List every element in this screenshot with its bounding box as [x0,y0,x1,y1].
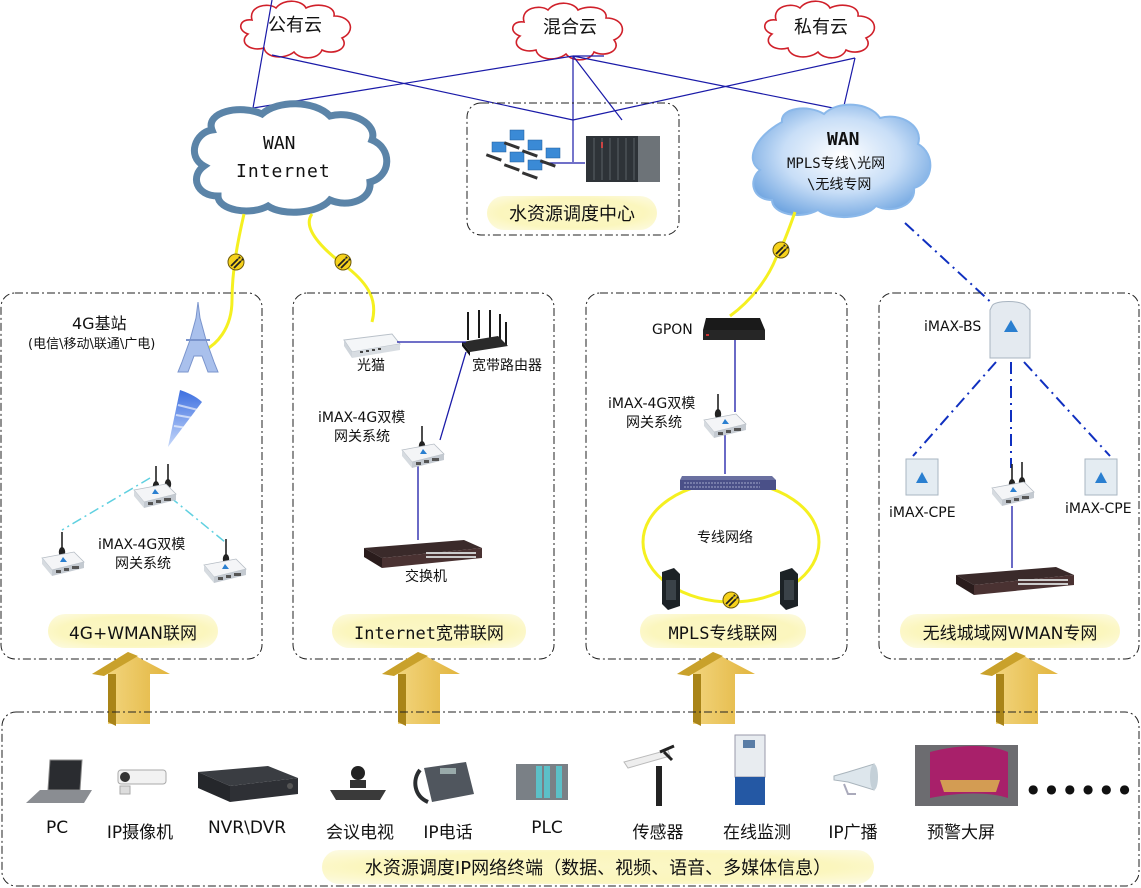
dispatch-center-box [466,102,680,236]
gateway-device-icon [41,531,85,577]
gateway-device-icon [991,461,1035,507]
wireless-links [912,361,1111,468]
connector-icon [334,253,352,271]
online-monitor-icon [734,734,766,805]
sensor-icon [623,744,675,806]
terminal-area-box [1,711,1140,887]
optical-modem-icon [343,333,401,358]
imax-cpe-left-label: iMAX-CPE [889,505,956,521]
more-terminals-ellipsis: ● ● ● ● ● ● [1028,782,1132,796]
imax-cpe-right-label: iMAX-CPE [1065,501,1132,517]
zone-wman-box [878,292,1140,660]
switch-label: 交换机 [405,569,447,585]
base-station-sub-label: (电信\移动\联通\广电) [28,337,156,352]
terminal-label-ip-camera: IP摄像机 [106,823,174,843]
imax-bs-label: iMAX-BS [924,319,982,335]
gpon-label: GPON [652,322,693,338]
mpls-zone-links [724,340,736,474]
connector-icon [772,241,790,259]
terminal-label-online-monitor: 在线监测 [723,823,791,843]
gateway-label-2: 网关系统 [334,429,390,445]
modem-label: 光猫 [357,358,385,374]
router-label: 宽带路由器 [472,358,542,374]
warning-screen-icon [915,745,1018,806]
wan-internet-line2: Internet [236,161,331,182]
video-conference-icon [330,766,386,800]
zone-internet-label: Internet宽带联网 [332,614,526,648]
terminals-caption: 水资源调度IP网络终端（数据、视频、语音、多媒体信息） [322,850,874,884]
terminal-label-ip-broadcast: IP广播 [828,823,878,843]
gateway-label-2: 网关系统 [626,415,682,431]
gateway-device-icon [703,393,747,439]
ring-network-label: 专线网络 [697,530,753,546]
imax-bs-icon [989,301,1031,359]
gpon-icon [703,318,765,340]
terminal-label-plc: PLC [531,818,563,838]
base-station-label: 4G基站 [72,314,127,333]
mesh-links [61,477,226,543]
router-icon [462,310,508,356]
up-arrow-icon [382,652,460,726]
cloud-links [252,0,856,164]
up-arrow-icon [677,652,755,726]
wan-mpls-cloud [751,103,932,219]
connector-icon [227,253,245,271]
terminal-label-nvr: NVR\DVR [207,818,287,838]
zone-internet-box [292,292,555,660]
public-cloud-label: 公有云 [268,15,322,36]
server-rack-icon [586,136,660,182]
up-arrow-icon [92,652,170,726]
industrial-switch-icon [662,568,680,610]
switch-icon [364,540,482,568]
hybrid-cloud [512,2,624,61]
plc-icon [516,764,568,800]
terminal-label-warning-screen: 预警大屏 [927,823,995,843]
core-switch-icon [680,476,776,490]
up-arrow-icon [980,652,1058,726]
switch-icon [956,567,1074,595]
gateway-label-2: 网关系统 [115,556,171,572]
zone-wman-label: 无线城域网WMAN专网 [900,614,1120,648]
wan-internet-cloud [190,100,391,216]
imax-cpe-icon [905,458,939,496]
dispatch-center-label: 水资源调度中心 [487,196,657,230]
terminal-label-pc: PC [45,818,69,838]
ip-broadcast-icon [833,763,878,795]
base-station-tower-icon [177,301,219,373]
internet-zone-links [397,341,467,540]
terminal-label-ip-phone: IP电话 [423,823,473,843]
laptop-icon [26,759,92,803]
gateway-device-icon [133,463,177,509]
zone-mpls-label: MPLS专线联网 [640,614,806,648]
terminal-label-sensor: 传感器 [632,823,684,843]
hybrid-cloud-label: 混合云 [543,17,597,38]
zone-4g-label: 4G+WMAN联网 [48,614,218,648]
gateway-device-icon [203,538,247,584]
wireless-link [904,222,996,307]
private-cloud [764,0,876,59]
public-cloud [240,0,352,59]
ip-phone-icon [413,762,474,804]
wan-mpls-line3: \无线专网 [807,177,872,193]
connector-icon [722,591,740,609]
wan-mpls-line2: MPLS专线\光网 [787,156,886,172]
industrial-switch-icon [780,568,798,610]
wan-internet-line1: WAN [263,133,296,154]
gateway-label: iMAX-4G双模 [98,537,186,553]
gateway-label: iMAX-4G双模 [318,410,406,426]
workstations-icon [485,129,561,180]
gateway-label: iMAX-4G双模 [608,396,696,412]
ip-camera-icon [117,769,167,795]
private-cloud-label: 私有云 [794,17,848,38]
terminal-label-video-conference: 会议电视 [326,823,394,843]
signal-beam-icon [168,390,202,447]
gateway-device-icon [401,425,445,469]
wan-mpls-line1: WAN [827,129,860,150]
nvr-icon [198,766,298,802]
imax-cpe-icon [1084,458,1118,496]
